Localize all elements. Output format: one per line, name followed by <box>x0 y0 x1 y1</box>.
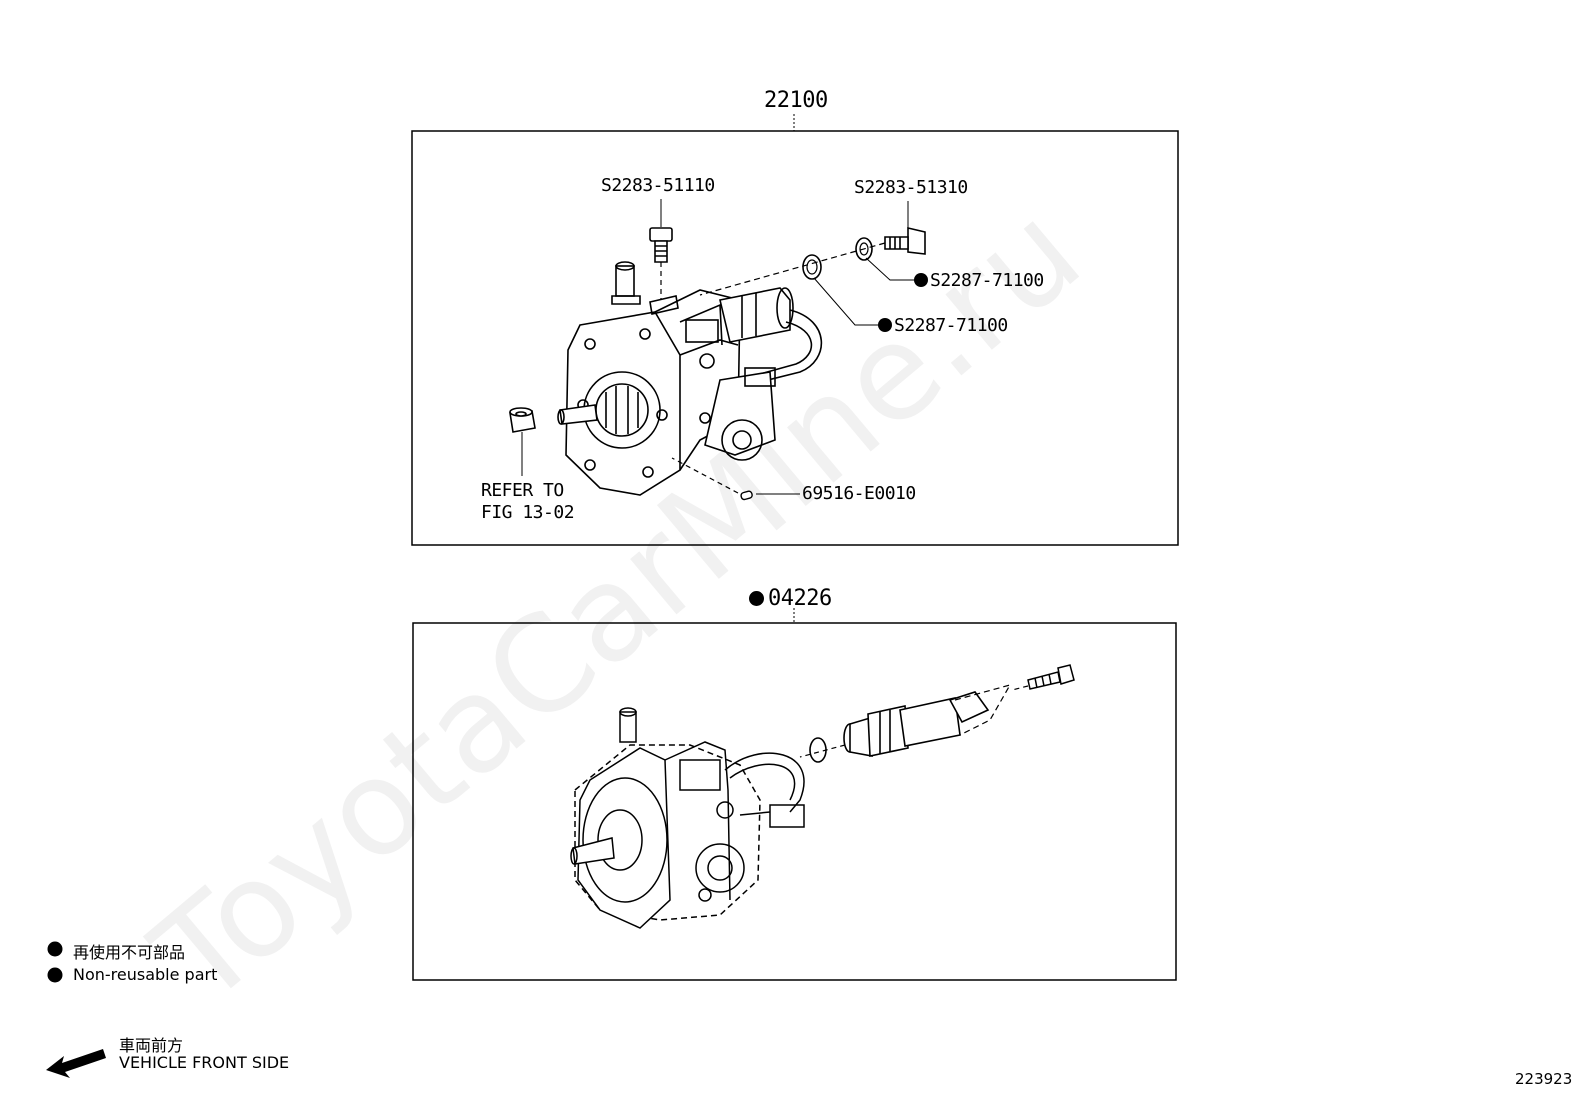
non-reusable-dot-icon <box>914 273 928 287</box>
pin-dashed-line <box>671 457 739 494</box>
refer-text-line2: FIG 13-02 <box>481 502 575 523</box>
lower-group-title-label: 04226 <box>768 586 832 611</box>
lower-solenoid-dashed-outline <box>954 684 1012 736</box>
gasket-dashed-line <box>699 242 886 296</box>
screw-right-drawing <box>884 226 926 255</box>
callout-gasket-outer[interactable]: S2287-71100 <box>914 270 1044 291</box>
gasket-inner-leader <box>813 277 883 326</box>
gasket-inner-drawing-inner <box>806 259 818 275</box>
gasket-inner-drawing <box>802 254 822 280</box>
screw-left-drawing <box>649 227 673 263</box>
non-reusable-dot-icon <box>749 591 764 606</box>
lower-oring-dashed-line <box>799 744 846 758</box>
upper-pump-drawing <box>557 261 823 496</box>
vehicle-front-arrow-icon <box>46 1049 106 1078</box>
callout-screw-right[interactable]: S2283-51310 <box>854 177 968 198</box>
lower-bolt-drawing <box>1027 664 1075 690</box>
refer-text-line1: REFER TO <box>481 480 564 501</box>
callout-pin[interactable]: 69516-E0010 <box>802 483 916 504</box>
seal-cap-drawing <box>509 407 536 433</box>
lower-group-frame <box>412 622 1177 981</box>
callout-screw-left[interactable]: S2283-51110 <box>601 175 715 196</box>
legend-text-jp: 再使用不可部品 <box>73 943 186 962</box>
figure-id: 223923 <box>1515 1070 1573 1088</box>
direction-text-en: VEHICLE FRONT SIDE <box>119 1053 290 1072</box>
lower-group-title[interactable]: 04226 <box>749 586 832 611</box>
upper-group-title: 22100 <box>764 88 828 113</box>
lower-solenoid-drawing <box>843 691 990 757</box>
gasket-outer-drawing <box>855 237 873 261</box>
direction-text-jp: 車両前方 <box>119 1036 184 1055</box>
legend-dot-jp <box>47 941 63 957</box>
lower-pump-drawing <box>570 707 805 929</box>
gasket-outer-leader <box>865 257 920 281</box>
callout-gasket-inner[interactable]: S2287-71100 <box>878 315 1008 336</box>
gasket-outer-drawing-inner <box>859 242 869 256</box>
non-reusable-dot-icon <box>878 318 892 332</box>
lower-oring-drawing <box>809 737 827 763</box>
legend-text-en: Non-reusable part <box>73 965 218 984</box>
callout-gasket-outer-label: S2287-71100 <box>930 270 1044 291</box>
upper-group-frame <box>411 130 1179 546</box>
callout-gasket-inner-label: S2287-71100 <box>894 315 1008 336</box>
lower-bolt-dashed-line <box>1011 685 1029 691</box>
pin-drawing <box>740 490 753 501</box>
legend-dot-en <box>47 967 63 983</box>
